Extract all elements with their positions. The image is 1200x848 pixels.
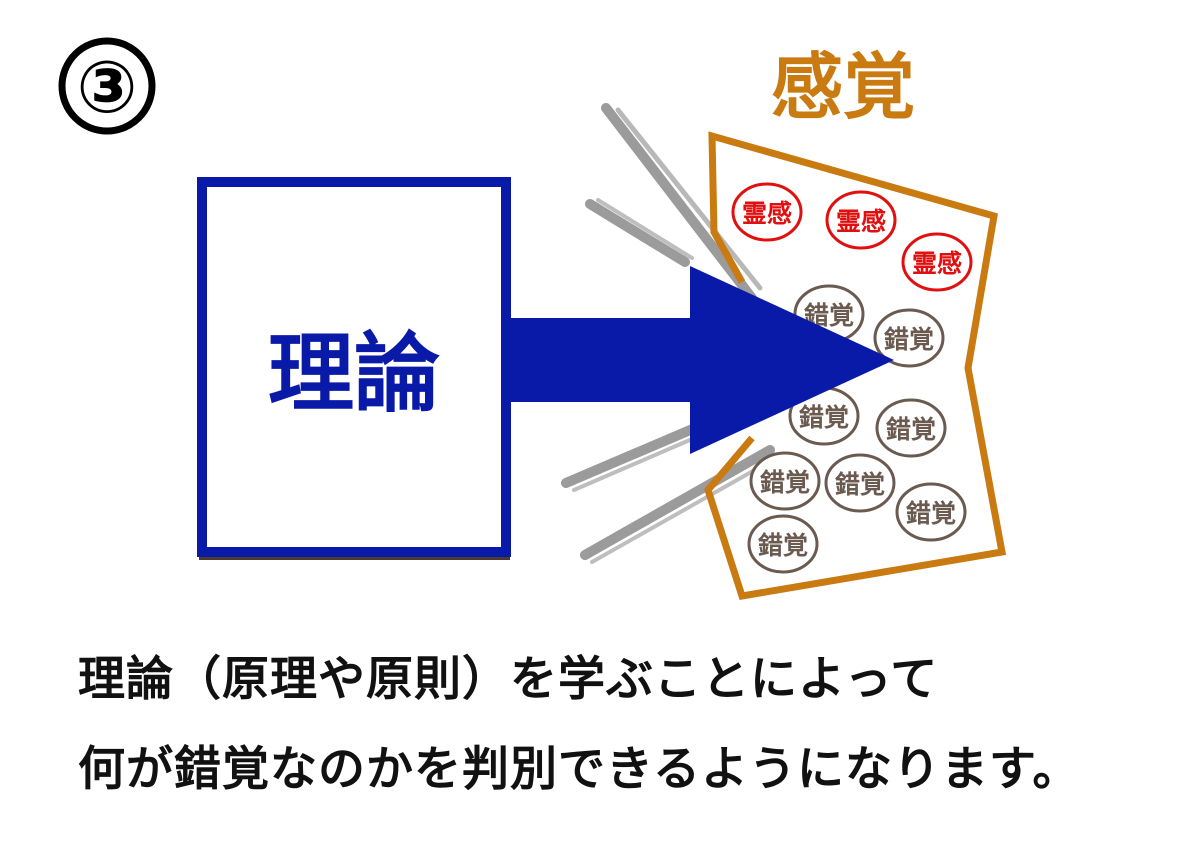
illusion-label: 錯覚 (835, 470, 885, 499)
illusion-label: 錯覚 (886, 415, 936, 444)
sense-region-outline (704, 131, 1007, 600)
illusion-circle: 錯覚 (747, 514, 819, 574)
theory-arrow (505, 266, 894, 454)
inspiration-label: 霊感 (836, 207, 886, 236)
inspiration-circle: 霊感 (825, 190, 897, 250)
illusion-circle: 錯覚 (749, 451, 821, 511)
illusion-circle: 錯覚 (788, 386, 860, 446)
illusion-label: 錯覚 (799, 403, 849, 432)
sense-title: 感覚 (771, 45, 915, 129)
theory-label: 理論 (268, 324, 440, 424)
illusion-circle: 錯覚 (875, 398, 947, 458)
inspiration-label: 霊感 (912, 249, 962, 278)
illusion-label: 錯覚 (758, 531, 808, 560)
illusion-label: 錯覚 (760, 468, 810, 497)
inspiration-circle: 霊感 (731, 182, 803, 242)
inspiration-label: 霊感 (742, 199, 792, 228)
caption-line-1: 理論（原理や原則）を学ぶことによって (78, 652, 939, 707)
inspiration-circle: 霊感 (901, 232, 973, 292)
illusion-label: 錯覚 (906, 499, 956, 528)
theory-box (197, 177, 511, 557)
caption-line-2: 何が錯覚なのかを判別できるようになります。 (78, 742, 1081, 797)
illusion-circle: 錯覚 (873, 308, 945, 368)
step-number-badge: ③ (58, 37, 156, 135)
illusion-circle: 錯覚 (895, 482, 967, 542)
step-number: ③ (77, 45, 138, 129)
illusion-circle: 錯覚 (824, 453, 896, 513)
illusion-label: 錯覚 (884, 325, 934, 354)
